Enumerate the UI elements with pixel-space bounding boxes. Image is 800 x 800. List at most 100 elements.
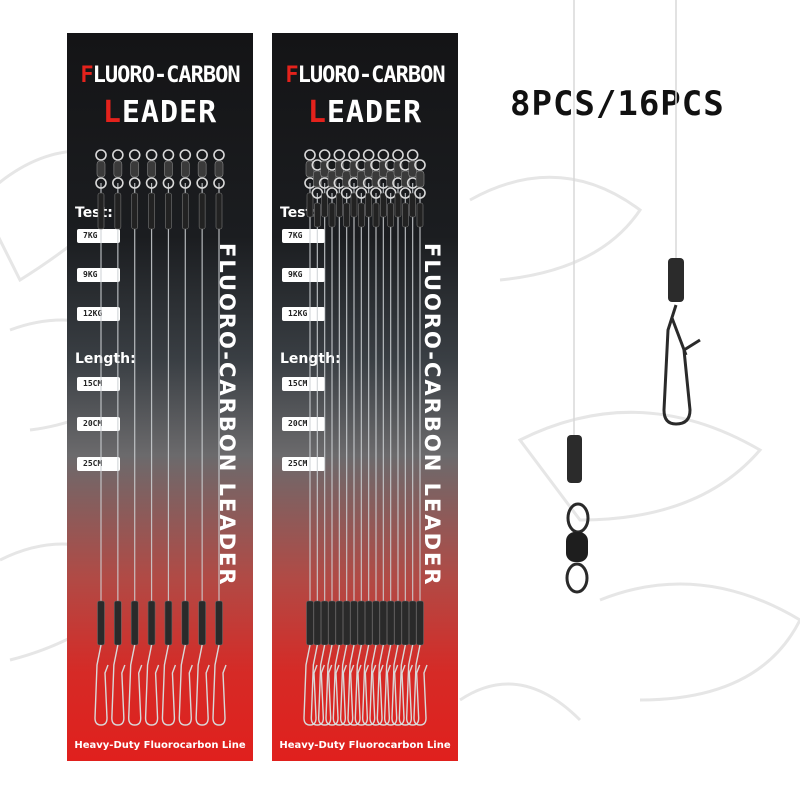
crimp-sleeve-icon — [328, 202, 336, 228]
test-option-box — [282, 307, 325, 321]
test-option-box — [282, 229, 325, 243]
length-label: Length: — [75, 351, 136, 367]
snap-clip-icon — [195, 644, 210, 726]
test-option-box — [282, 268, 325, 282]
snap-clip-icon — [144, 644, 160, 726]
crimp-sleeve-icon — [306, 192, 314, 218]
snap-clip-icon — [332, 644, 347, 726]
snap-clip-icon — [339, 644, 355, 726]
snap-clip-icon — [94, 644, 109, 726]
test-option-9kg: 9KG — [83, 270, 98, 279]
snap-clip-icon — [391, 644, 406, 726]
crimp-sleeve-icon — [97, 192, 105, 230]
crimp-sleeve-icon — [181, 192, 189, 230]
snap-clip-icon — [111, 644, 126, 726]
crimp-sleeve-icon — [313, 600, 322, 646]
crimp-sleeve-icon — [321, 192, 328, 218]
crimp-sleeve-icon — [567, 435, 582, 483]
length-option-box — [77, 457, 120, 471]
crimp-sleeve-icon — [416, 202, 424, 228]
test-option-box — [77, 229, 120, 243]
crimp-sleeve-icon — [402, 202, 409, 228]
product-card-16pcs: FLUORO-CARBON LEADER Test: 7KG 9KG 12KG … — [272, 33, 458, 761]
card-title-line2: LEADER — [307, 95, 423, 130]
snap-clip-icon — [361, 644, 377, 726]
snap-clip-icon — [383, 644, 399, 726]
snap-clip-icon — [347, 644, 362, 726]
crimp-sleeve-icon — [131, 192, 139, 230]
barrel-swivel-icon — [128, 149, 141, 189]
crimp-sleeve-icon — [114, 600, 122, 646]
crimp-sleeve-icon — [130, 600, 139, 646]
snap-clip-icon — [128, 644, 143, 726]
test-option-12kg: 12KG — [288, 309, 308, 318]
test-option-box — [77, 307, 120, 321]
test-option-7kg: 7KG — [83, 231, 98, 240]
crimp-sleeve-icon — [336, 192, 343, 218]
test-option-12kg: 12KG — [83, 309, 103, 318]
card-title-line2: LEADER — [102, 95, 218, 130]
vertical-product-name: FLUORO-CARBON LEADER — [420, 243, 444, 587]
length-option-box — [282, 377, 325, 391]
snap-clip-icon — [212, 644, 227, 726]
crimp-sleeve-icon — [365, 192, 372, 218]
length-option-25cm: 25CM — [83, 459, 103, 468]
crimp-sleeve-icon — [335, 600, 344, 646]
length-option-box — [77, 377, 120, 391]
snap-clip-icon — [369, 644, 384, 726]
crimp-sleeve-icon — [408, 600, 417, 646]
barrel-swivel-icon — [95, 149, 107, 189]
barrel-swivel-icon — [179, 149, 192, 189]
snap-clip-icon — [405, 644, 421, 726]
test-option-box — [77, 268, 120, 282]
card-title-line1: FLUORO-CARBON — [285, 63, 445, 88]
snap-clip-icon — [178, 644, 193, 726]
snap-clip-icon — [325, 644, 340, 726]
snap-clip-icon — [398, 644, 413, 726]
crimp-sleeve-icon — [148, 192, 155, 230]
crimp-sleeve-icon — [409, 192, 416, 218]
barrel-swivel-icon — [565, 502, 590, 594]
length-option-20cm: 20CM — [83, 419, 103, 428]
product-card-8pcs: FLUORO-CARBON LEADER Test: 7KG 9KG 12KG … — [67, 33, 253, 761]
crimp-sleeve-icon — [358, 202, 365, 228]
leader-rig-set — [303, 149, 428, 726]
snap-clip-icon — [303, 644, 318, 726]
length-option-15cm: 15CM — [83, 379, 103, 388]
snap-clip-icon — [662, 304, 701, 426]
crimp-sleeve-icon — [350, 192, 358, 218]
length-option-25cm: 25CM — [288, 459, 308, 468]
test-option-7kg: 7KG — [288, 231, 303, 240]
snap-clip-icon — [376, 644, 391, 726]
crimp-sleeve-icon — [114, 192, 122, 230]
barrel-swivel-icon — [213, 149, 225, 189]
crimp-sleeve-icon — [387, 202, 394, 228]
crimp-sleeve-icon — [394, 192, 402, 218]
snap-clip-icon — [317, 644, 333, 726]
length-option-box — [77, 417, 120, 431]
crimp-sleeve-icon — [380, 192, 387, 218]
crimp-sleeve-icon — [198, 192, 206, 230]
length-option-20cm: 20CM — [288, 419, 308, 428]
card-footer: Heavy-Duty Fluorocarbon Line — [74, 740, 246, 751]
leader-rig-set — [94, 149, 227, 726]
barrel-swivel-icon — [162, 149, 175, 189]
barrel-swivel-icon — [196, 149, 208, 189]
length-option-15cm: 15CM — [288, 379, 308, 388]
crimp-sleeve-icon — [343, 202, 350, 228]
card-title-line1: FLUORO-CARBON — [80, 63, 240, 88]
crimp-sleeve-icon — [357, 600, 366, 646]
snap-clip-icon — [310, 644, 325, 726]
length-option-box — [282, 417, 325, 431]
snap-clip-icon — [413, 644, 428, 726]
crimp-sleeve-icon — [314, 202, 321, 228]
barrel-swivel-icon — [414, 159, 426, 199]
crimp-sleeve-icon — [372, 202, 380, 228]
length-option-box — [282, 457, 325, 471]
crimp-sleeve-icon — [165, 192, 172, 230]
snap-clip-icon — [161, 644, 177, 726]
crimp-sleeve-icon — [668, 258, 684, 302]
crimp-sleeve-icon — [379, 600, 388, 646]
crimp-sleeve-icon — [215, 192, 223, 230]
barrel-swivel-icon — [145, 149, 158, 189]
